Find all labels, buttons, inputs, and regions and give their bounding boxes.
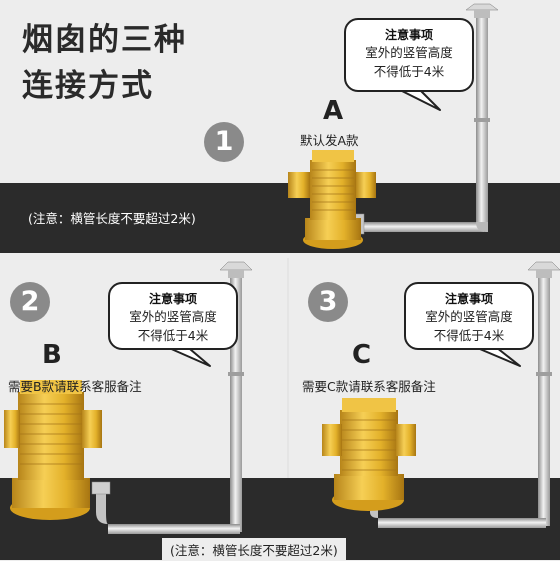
notice-bubble-c: 注意事项 室外的竖管高度 不得低于4米 <box>404 282 534 350</box>
option-c-number-badge: 3 <box>308 282 348 322</box>
option-a-letter: A <box>323 96 344 126</box>
page-title-line-2: 连接方式 <box>22 68 154 104</box>
notice-line-1: 室外的竖管高度 <box>129 309 217 324</box>
option-a-length-note: (注意：横管长度不要超过2米) <box>28 211 196 226</box>
option-b-description: 需要B款请联系客服备注 <box>8 379 142 394</box>
notice-line-1: 室外的竖管高度 <box>425 309 513 324</box>
notice-title: 注意事项 <box>148 292 197 306</box>
notice-title: 注意事项 <box>384 28 433 42</box>
heater-c <box>322 398 416 511</box>
page-title-line-1: 烟囱的三种 <box>22 22 187 58</box>
option-b-number-badge: 2 <box>10 282 50 322</box>
heater-b <box>4 380 102 520</box>
option-b-letter: B <box>42 340 62 370</box>
option-c-description: 需要C款请联系客服备注 <box>302 379 436 394</box>
notice-bubble-a: 注意事项 室外的竖管高度 不得低于4米 <box>344 18 474 92</box>
top-dark-band <box>0 183 560 253</box>
option-a-description: 默认发A款 <box>300 133 359 148</box>
notice-line-1: 室外的竖管高度 <box>365 45 453 60</box>
notice-title: 注意事项 <box>444 292 493 306</box>
heater-a <box>288 150 376 249</box>
bottom-length-note: (注意：横管长度不要超过2米) <box>162 538 346 561</box>
notice-line-2: 不得低于4米 <box>137 328 209 343</box>
section-divider <box>287 258 289 478</box>
option-c-letter: C <box>352 340 372 370</box>
chimney-c <box>365 261 560 528</box>
notice-line-2: 不得低于4米 <box>373 64 445 79</box>
notice-bubble-b: 注意事项 室外的竖管高度 不得低于4米 <box>108 282 238 350</box>
chimney-b <box>91 261 253 534</box>
option-a-number-badge: 1 <box>204 122 244 162</box>
notice-line-2: 不得低于4米 <box>433 328 505 343</box>
